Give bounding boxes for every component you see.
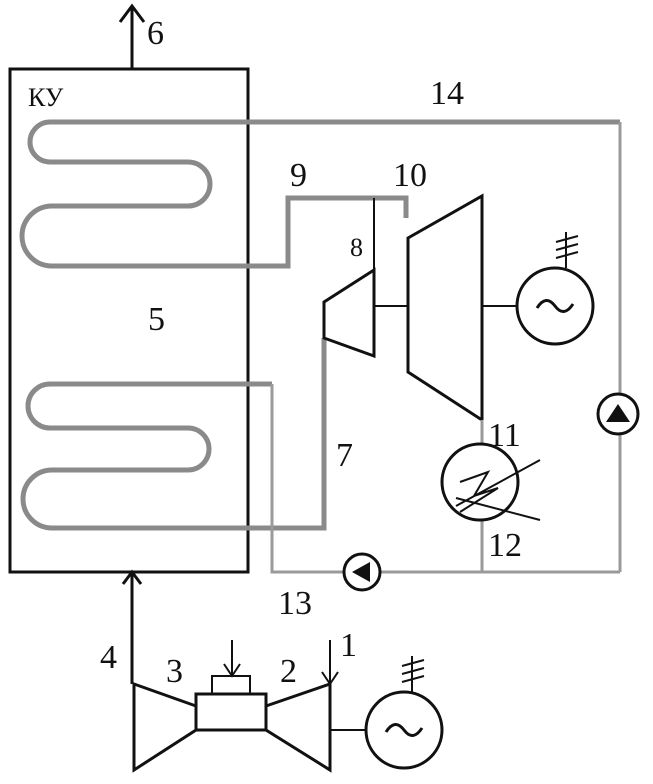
- combustion-chamber: [194, 692, 268, 732]
- compressor-body: [264, 681, 332, 773]
- steam-generator-circle: [515, 266, 595, 346]
- pump-direction-left-icon: [352, 562, 370, 582]
- exhaust-outlet: 6: [118, 3, 164, 69]
- point-label-8: 8: [350, 233, 363, 262]
- point-label-13: 13: [278, 585, 312, 622]
- gas-generator-circle: [364, 690, 444, 770]
- point-label-3: 3: [166, 653, 183, 690]
- steam-turbine-body: [406, 193, 484, 423]
- point-label-12: 12: [488, 527, 522, 564]
- fuel-arrow-icon: [223, 663, 241, 678]
- point-label-14: 14: [430, 75, 464, 112]
- ac-wave-icon: [535, 299, 575, 313]
- air-arrow-icon: [321, 671, 339, 686]
- gas-turbine-body: [132, 681, 198, 773]
- upper-coil-pipe: [19, 119, 620, 269]
- heat-exchanger-coil-icon: [455, 459, 541, 521]
- gas-generator: [364, 656, 444, 770]
- boiler-casing: [8, 67, 250, 574]
- steam-generator: [515, 232, 595, 346]
- hp-turbine: 8: [322, 198, 376, 359]
- condenser: 11 12: [440, 417, 541, 564]
- point-label-1: 1: [340, 627, 357, 664]
- gas-inlet: 4: [100, 569, 143, 684]
- exhaust-arrow-icon: [118, 3, 146, 23]
- hp-turbine-body: [322, 267, 376, 359]
- pump-direction-up-icon: [606, 404, 630, 422]
- condenser-circle: [440, 442, 520, 522]
- point-label-2: 2: [280, 653, 297, 690]
- point-label-10: 10: [393, 157, 427, 194]
- power-grid-icon: [401, 659, 425, 683]
- point-label-4: 4: [100, 639, 117, 676]
- line-13-pipe: [270, 384, 620, 574]
- steam-turbine: [406, 193, 484, 423]
- boiler-label: КУ: [28, 83, 64, 112]
- boiler-zone-label-5: 5: [148, 301, 165, 338]
- lower-coil-pipe: [20, 338, 327, 531]
- point-label-6: 6: [147, 15, 164, 52]
- power-grid-icon: [555, 235, 579, 259]
- point-label-7: 7: [336, 437, 353, 474]
- heat-recovery-boiler: КУ 5: [8, 67, 250, 574]
- point-label-9: 9: [290, 157, 307, 194]
- ac-wave-icon: [384, 723, 424, 737]
- gas-inlet-arrow-icon: [121, 569, 143, 585]
- fuel-burner: [211, 675, 251, 695]
- gas-turbine-unit: 3 2 1: [132, 627, 366, 773]
- point-label-11: 11: [488, 417, 521, 454]
- feed-pump-right: [596, 392, 640, 436]
- feed-pump-bottom: [342, 552, 382, 592]
